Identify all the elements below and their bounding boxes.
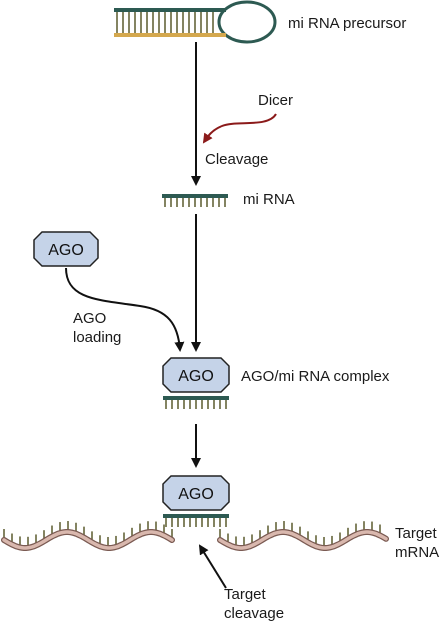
ago-bound-text: AGO [178, 486, 214, 503]
ago-protein-free: AGO [33, 231, 99, 267]
target-mrna-label-line2: mRNA [395, 544, 439, 561]
ago-bound-complex: AGO [162, 475, 230, 527]
ago-mirna-complex: AGO [162, 357, 230, 409]
mirna-precursor-hairpin [114, 0, 277, 44]
target-mrna-label-line1: Target [395, 525, 438, 542]
precursor-loop [217, 0, 277, 44]
ago-loading-arrow [65, 267, 185, 352]
mirna-strand [162, 194, 228, 207]
precursor-top-strand [114, 8, 222, 12]
complex-label: AGO/mi RNA complex [241, 368, 390, 385]
mirna-label: mi RNA [243, 191, 295, 208]
dicer-arrow [202, 113, 277, 144]
ago-complex-text: AGO [178, 368, 214, 385]
target-mrna-left [1, 521, 175, 551]
target-mrna-right [217, 521, 389, 551]
dicer-label: Dicer [258, 92, 293, 109]
precursor-base-pairs [116, 12, 214, 33]
target-cleavage-arrow [198, 544, 227, 589]
ago-loading-label-line2: loading [73, 329, 121, 346]
target-cleavage-label-line2: cleavage [224, 605, 284, 622]
target-cleavage-label-line1: Target [224, 586, 267, 603]
ago-loading-label-line1: AGO [73, 310, 106, 327]
cleavage-label: Cleavage [205, 151, 268, 168]
precursor-bottom-strand [114, 33, 222, 37]
ago-free-text: AGO [48, 242, 84, 259]
precursor-label: mi RNA precursor [288, 15, 406, 32]
